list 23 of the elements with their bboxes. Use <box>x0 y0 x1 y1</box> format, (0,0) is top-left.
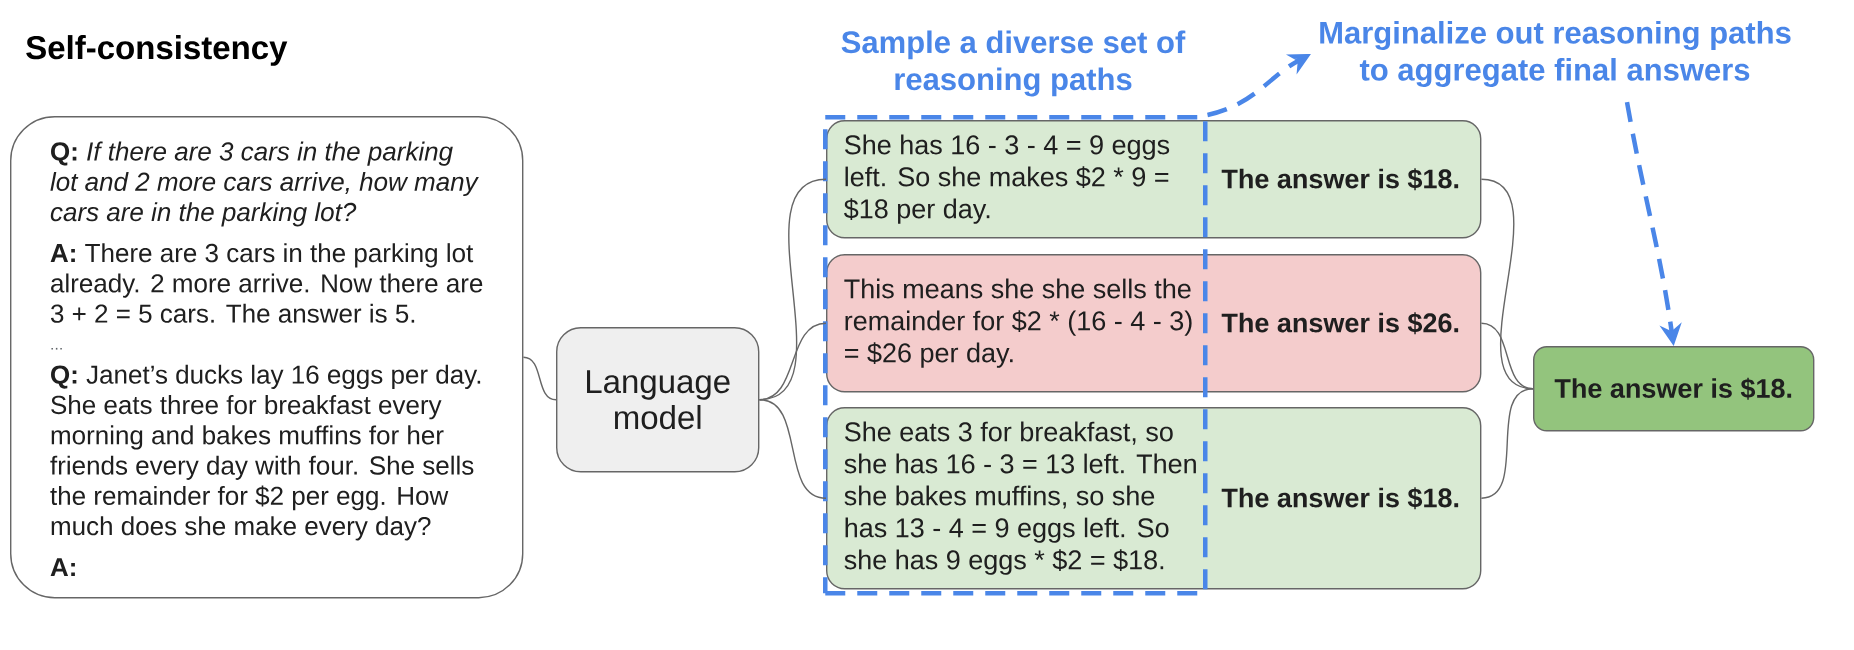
example-question: Q: If there are 3 cars in the parking lot and 2 more cars arrive, how many cars are in the parking lot? <box>50 141 479 227</box>
example-answer: A: There are 3 cars in the parking lot already. 2 more arrive. Now there are 3 + 2 = 5 cars. The answer is 5. <box>50 243 483 323</box>
answer-text: The answer is $26. <box>1221 312 1459 335</box>
connector-line <box>758 399 827 499</box>
reasoning-box <box>826 254 1482 393</box>
reasoning-box <box>826 120 1482 239</box>
reasoning-text: She eats 3 for breakfast, so she has 16 - 3 = 13 left. Then she bakes muffins, so she has 13 - 4 = 9 eggs left. So she has 9 eggs * $2 = $18. <box>844 421 1196 575</box>
ellipsis: ... <box>51 347 62 350</box>
connector-line <box>1480 388 1534 499</box>
model-box: Language model <box>556 327 760 473</box>
answer-box: The answer is $18. <box>1533 346 1815 432</box>
heading: Marginalize out reasoning paths to aggregate final answers <box>1320 20 1791 87</box>
title: Self-consistency <box>26 35 288 66</box>
answer-prompt: A: <box>50 558 75 577</box>
prompt-box <box>10 116 524 599</box>
connector-line <box>522 356 557 401</box>
heading: Sample a diverse set of reasoning paths <box>841 30 1186 97</box>
answer-text: The answer is $18. <box>1221 168 1459 191</box>
reasoning-text: This means she she sells the remainder for $2 * (16 - 4 - 3) = $26 per day. <box>844 278 1192 368</box>
answer-text: The answer is $18. <box>1221 487 1459 510</box>
reasoning-box <box>826 407 1482 590</box>
question-text: Q: Janet’s ducks lay 16 eggs per day. She eats three for breakfast every morning and bakes muffins for her friends every day with four. She sells the remainder for $2 per egg. How much does she make every day? <box>50 364 481 541</box>
reasoning-text: She has 16 - 3 - 4 = 9 eggs left. So she makes $2 * 9 = $18 per day. <box>844 134 1170 224</box>
